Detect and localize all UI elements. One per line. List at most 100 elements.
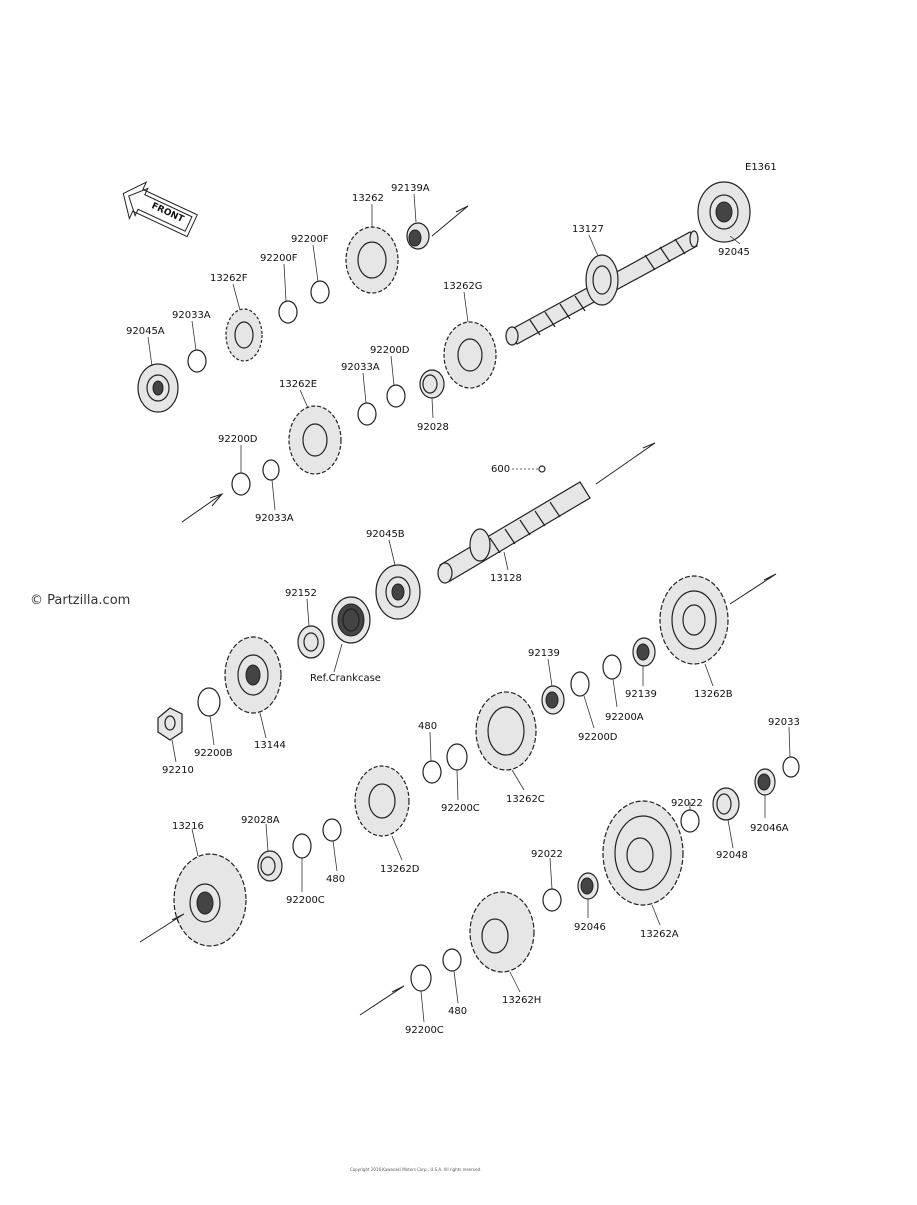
label-13262E: 13262E <box>279 379 317 390</box>
washer-92200A <box>602 654 622 680</box>
axis-arrow-upper-right <box>431 205 469 237</box>
label-92139-a: 92139 <box>528 648 560 659</box>
label-13262: 13262 <box>352 193 384 204</box>
label-13262D: 13262D <box>380 864 420 875</box>
label-92152: 92152 <box>285 588 317 599</box>
label-92022-b: 92022 <box>531 849 563 860</box>
label-92210: 92210 <box>162 765 194 776</box>
bearing-92045B <box>375 564 421 620</box>
bearing-92045 <box>697 181 751 243</box>
label-13128: 13128 <box>490 573 522 584</box>
label-92046: 92046 <box>574 922 606 933</box>
label-92200B: 92200B <box>194 748 233 759</box>
label-92200F-b: 92200F <box>260 253 298 264</box>
label-92200D-a: 92200D <box>370 345 410 356</box>
label-92033: 92033 <box>768 717 800 728</box>
output-shaft-13127 <box>505 230 699 346</box>
label-92046A: 92046A <box>750 823 789 834</box>
label-92048: 92048 <box>716 850 748 861</box>
label-92033A-a: 92033A <box>172 310 211 321</box>
label-92200A: 92200A <box>605 712 644 723</box>
front-arrow-icon <box>122 181 198 238</box>
axis-arrow-upper-left <box>181 492 224 523</box>
bushing-92028 <box>419 369 445 399</box>
dowel-600 <box>512 465 546 473</box>
label-600: 600 <box>491 464 510 475</box>
label-92200C-c: 92200C <box>405 1025 444 1036</box>
bushing-92028A <box>257 850 283 882</box>
label-13262C: 13262C <box>506 794 545 805</box>
label-13216: 13216 <box>172 821 204 832</box>
leader-lines <box>147 193 791 1023</box>
collar-92152 <box>297 625 325 659</box>
washer-92200C-b <box>292 833 312 859</box>
circlip-92033 <box>782 756 800 778</box>
label-92200F-a: 92200F <box>291 234 329 245</box>
gear-13262C <box>475 691 537 771</box>
drive-shaft-13128 <box>437 481 591 584</box>
circlip-92033A-c <box>262 459 280 481</box>
circlip-480-b <box>322 818 342 842</box>
label-92200D-b: 92200D <box>218 434 258 445</box>
gear-13262B <box>659 575 729 665</box>
label-480-b: 480 <box>326 874 345 885</box>
label-92033A-b: 92033A <box>341 362 380 373</box>
oil-seal <box>331 596 371 644</box>
label-480-a: 480 <box>418 721 437 732</box>
washer-92022-a <box>680 809 700 833</box>
needle-bearing-92139-b <box>632 637 656 667</box>
label-92045A: 92045A <box>126 326 165 337</box>
washer-92200B <box>197 687 221 717</box>
label-92200C-a: 92200C <box>441 803 480 814</box>
washer-92200D-b <box>231 472 251 496</box>
axis-arrow-bottom <box>359 985 405 1016</box>
gear-13262H <box>469 891 535 973</box>
axis-arrow-lower-left <box>139 913 185 943</box>
circlip-480-a <box>422 760 442 784</box>
axis-arrow-middle <box>595 442 656 485</box>
axis-arrow-right-mid <box>729 573 777 605</box>
label-92045B: 92045B <box>366 529 405 540</box>
circlip-92033A-b <box>357 402 377 426</box>
label-92200C-b: 92200C <box>286 895 325 906</box>
gear-13216 <box>173 853 247 947</box>
label-13127: 13127 <box>572 224 604 235</box>
copyright: Copyright 2016 Kawasaki Motors Corp., U.… <box>350 1167 481 1172</box>
label-92139A: 92139A <box>391 183 430 194</box>
washer-92200F-a <box>310 280 330 304</box>
label-13262F-top: 13262F <box>210 273 248 284</box>
gear-13262G <box>443 321 497 389</box>
label-13262G: 13262G <box>443 281 483 292</box>
label-92028: 92028 <box>417 422 449 433</box>
needle-bearing-92139A <box>406 222 430 250</box>
washer-92200F-b <box>278 300 298 324</box>
gear-13262E <box>288 405 342 475</box>
sprocket-13144 <box>224 636 282 714</box>
circlip-480-c <box>442 948 462 972</box>
needle-bearing-92046 <box>577 872 599 900</box>
circlip-92033A-a <box>187 349 207 373</box>
label-13262A: 13262A <box>640 929 679 940</box>
nut-92210 <box>157 707 183 741</box>
label-92139-b: 92139 <box>625 689 657 700</box>
label-92028A: 92028A <box>241 815 280 826</box>
gear-13262D <box>354 765 410 837</box>
label-92022-a: 92022 <box>671 798 703 809</box>
washer-92200C-c <box>410 964 432 992</box>
label-13262B: 13262B <box>694 689 733 700</box>
label-92033A-c: 92033A <box>255 513 294 524</box>
washer-92200C-a <box>446 743 468 771</box>
needle-bearing-92046A <box>754 768 776 796</box>
washer-92022-b <box>542 888 562 912</box>
label-13144: 13144 <box>254 740 286 751</box>
label-13262H: 13262H <box>502 995 541 1006</box>
label-92200D-c: 92200D <box>578 732 618 743</box>
washer-92200D-a <box>386 384 406 408</box>
gear-13262A <box>602 800 684 906</box>
watermark: © Partzilla.com <box>30 593 130 608</box>
gear-13262F-top <box>225 308 263 362</box>
label-92045: 92045 <box>718 247 750 258</box>
bushing-92048 <box>712 787 740 821</box>
